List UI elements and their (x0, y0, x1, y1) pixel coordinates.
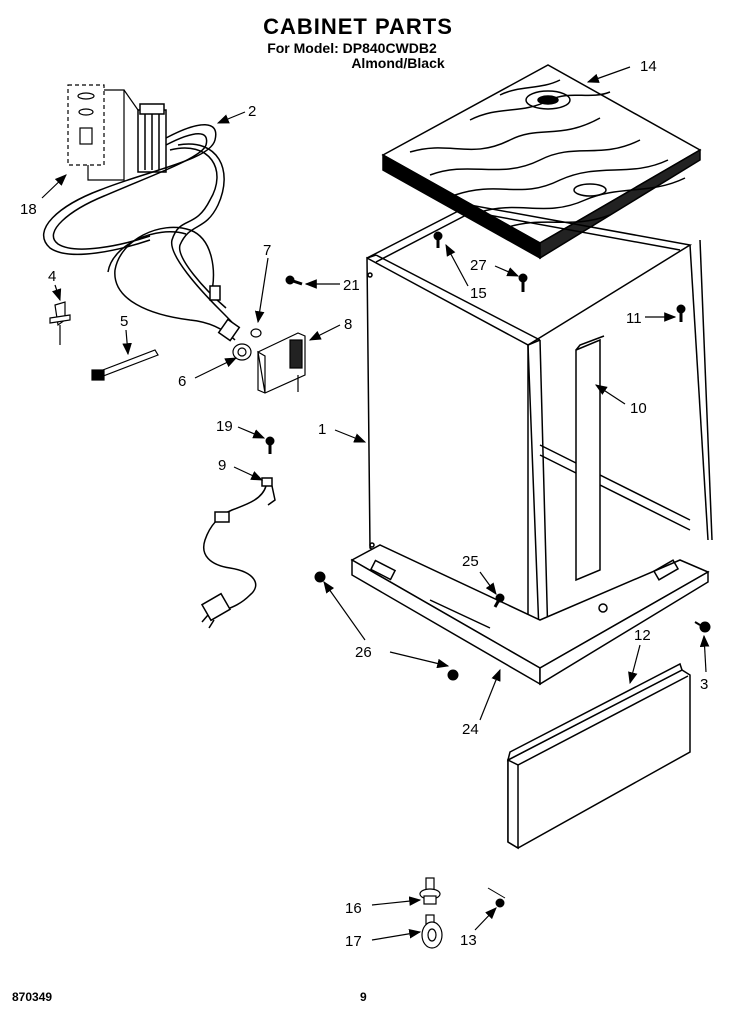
callout-27: 27 (470, 257, 487, 274)
callout-4: 4 (48, 268, 56, 285)
page-number: 9 (360, 990, 367, 1004)
callout-9: 9 (218, 457, 226, 474)
callout-6: 6 (178, 373, 186, 390)
model-subtitle: For Model: DP840CWDB2 (267, 40, 437, 56)
screw-part-15 (433, 231, 443, 248)
callout-19: 19 (216, 418, 233, 435)
screw-part-3 (694, 621, 711, 633)
callout-3: 3 (700, 676, 708, 693)
leveling-leg-part-16 (419, 877, 441, 905)
toe-panel-part-12 (506, 662, 691, 850)
clip-part-4 (49, 301, 71, 345)
callout-25: 25 (462, 553, 479, 570)
inlet-hose-part (43, 103, 241, 342)
cabinet-top-part (381, 64, 702, 260)
callout-11: 11 (626, 310, 642, 327)
callout-17: 17 (345, 933, 362, 950)
callout-16: 16 (345, 900, 362, 917)
screw-part-26a (314, 571, 326, 583)
leader-lines (41, 66, 710, 941)
screw-part-19 (265, 436, 275, 454)
cabinet-body-part (350, 204, 713, 686)
screw-part-25 (493, 593, 505, 608)
callout-14: 14 (640, 58, 657, 75)
screw-part-26b (447, 669, 459, 681)
callout-8: 8 (344, 316, 352, 333)
callout-2: 2 (248, 103, 256, 120)
screw-part-27 (518, 273, 528, 292)
bracket-part-8 (257, 332, 306, 394)
callout-21: 21 (343, 277, 360, 294)
caster-part-17 (421, 914, 443, 949)
callout-26: 26 (355, 644, 372, 661)
screw-part-11 (676, 304, 686, 322)
callout-5: 5 (120, 313, 128, 330)
callout-10: 10 (630, 400, 647, 417)
nut-part-6 (232, 343, 252, 361)
screw-part-13 (487, 887, 506, 908)
callout-15: 15 (470, 285, 487, 302)
power-cord-part-9 (200, 477, 276, 629)
callout-1: 1 (318, 421, 326, 438)
callout-18: 18 (20, 201, 37, 218)
page-title: CABINET PARTS (263, 14, 453, 39)
washer-part-7 (250, 328, 262, 338)
screw-part-21 (285, 275, 303, 286)
cable-tie-part-5 (91, 349, 159, 381)
callout-12: 12 (634, 627, 651, 644)
callout-24: 24 (462, 721, 479, 738)
callout-13: 13 (460, 932, 477, 949)
washer-kit-part (67, 84, 139, 181)
color-subtitle: Almond/Black (351, 55, 445, 71)
document-number: 870349 (12, 990, 53, 1004)
callout-labels: 14 2 18 7 21 4 5 8 6 27 15 11 10 1 19 9 … (20, 58, 708, 950)
callout-7: 7 (263, 242, 271, 259)
